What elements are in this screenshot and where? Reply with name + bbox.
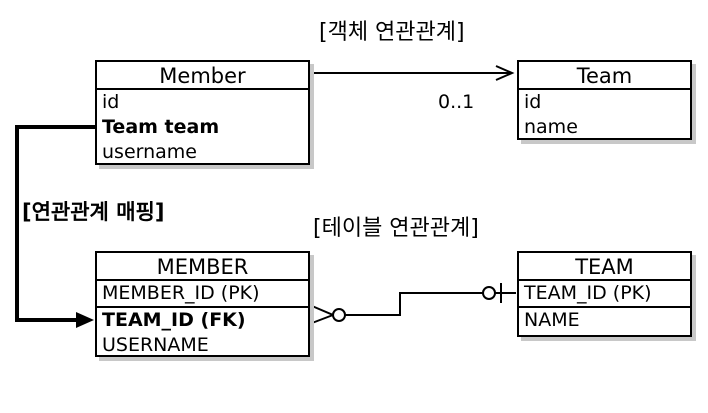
- team-field-id: id: [524, 91, 542, 113]
- member-column-team-id: TEAM_ID (FK): [102, 309, 246, 331]
- crowfoot-zero-circle: [332, 308, 346, 322]
- multiplicity-label: 0..1: [438, 91, 475, 113]
- member-field-id: id: [102, 91, 120, 113]
- member-table-box: MEMBER MEMBER_ID (PK) TEAM_ID (FK) USERN…: [95, 251, 310, 357]
- team-column-team-id: TEAM_ID (PK): [519, 281, 690, 308]
- mapping-arrow-line: [15, 125, 95, 322]
- mapping-arrowhead: [76, 312, 94, 328]
- member-column-member-id: MEMBER_ID (PK): [97, 281, 308, 308]
- object-relation-heading: [객체 연관관계]: [319, 20, 465, 45]
- team-field-name: name: [524, 116, 578, 138]
- table-relation-heading: [테이블 연관관계]: [313, 216, 479, 241]
- team-table-box: TEAM TEAM_ID (PK) NAME: [517, 251, 692, 337]
- member-class-title: Member: [97, 62, 308, 90]
- team-class-title: Team: [519, 62, 690, 90]
- association-arrowhead: [495, 65, 515, 81]
- member-field-username: username: [102, 141, 197, 163]
- team-class-box: Team id name: [517, 60, 692, 140]
- member-table-title: MEMBER: [97, 253, 308, 281]
- relationship-line: [345, 292, 516, 316]
- member-column-username: USERNAME: [102, 334, 209, 356]
- team-column-name: NAME: [524, 309, 580, 331]
- team-table-title: TEAM: [519, 253, 690, 281]
- member-field-team: Team team: [102, 116, 220, 138]
- one-side-zero-circle: [482, 286, 496, 300]
- member-class-box: Member id Team team username: [95, 60, 310, 165]
- crowfoot-many: [311, 305, 336, 324]
- mapping-label: [연관관계 매핑]: [22, 200, 165, 224]
